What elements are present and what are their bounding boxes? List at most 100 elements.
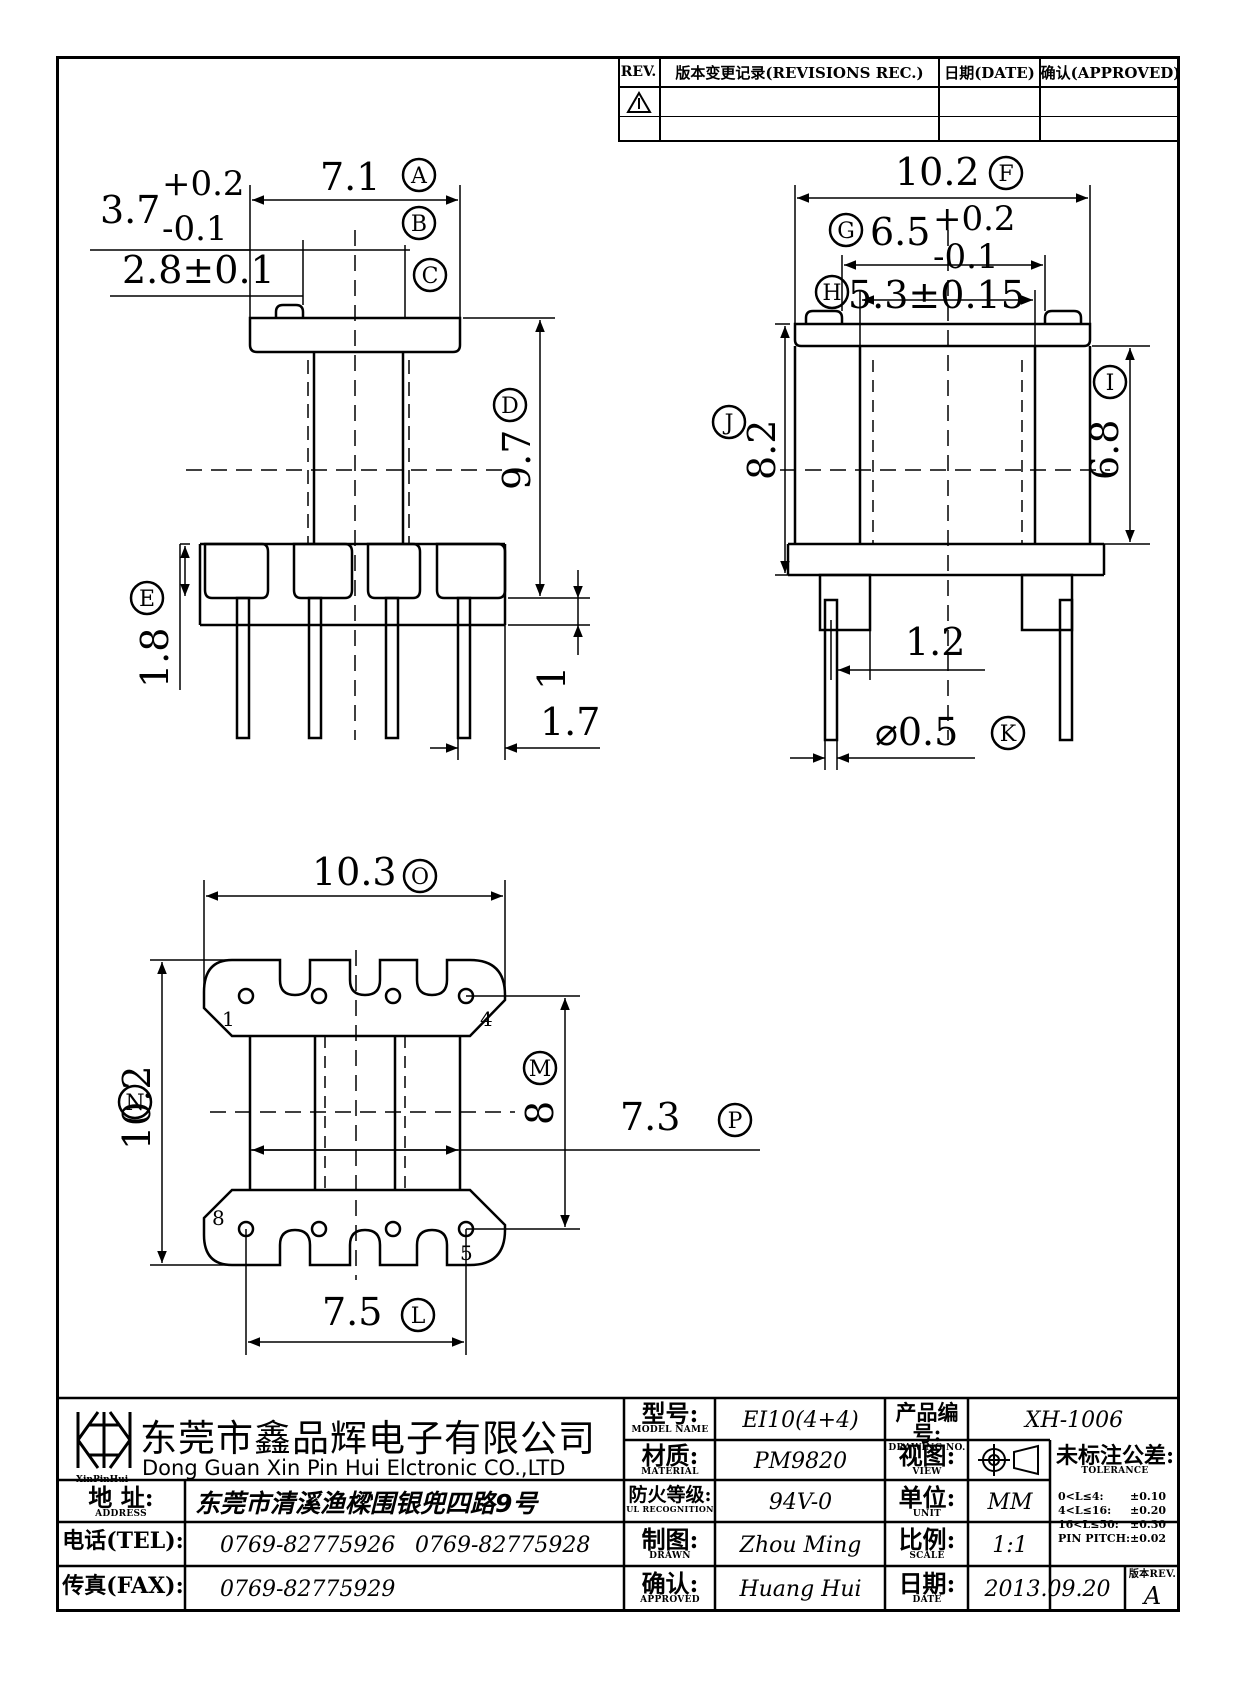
dim-b-base: 3.7 — [100, 188, 160, 232]
revision-triangle-icon — [626, 91, 652, 113]
side-view — [90, 157, 600, 760]
drawing-no-value: XH-1006 — [1024, 1407, 1124, 1433]
company-name-en: Dong Guan Xin Pin Hui Elctronic CO.,LTD — [142, 1456, 566, 1480]
tel-value-1: 0769-82775926 — [220, 1532, 396, 1558]
date-label-en: DATE — [912, 1595, 942, 1605]
tag-j: J — [723, 411, 734, 436]
tag-i: I — [1106, 371, 1115, 396]
drawing-frame — [56, 56, 1180, 1612]
tag-f: F — [998, 162, 1013, 187]
unit-label-en: UNIT — [912, 1509, 942, 1519]
dim-b-minus: -0.1 — [162, 209, 228, 249]
rev-label: 版本REV. — [1128, 1569, 1177, 1580]
tag-b: B — [411, 212, 427, 237]
tolerance-range-4: PIN PITCH: — [1058, 1532, 1131, 1545]
tolerance-range-2: 4<L≤16: — [1058, 1504, 1112, 1517]
rev-header: REV. — [620, 64, 657, 80]
dim-k: ⌀0.5 — [875, 710, 958, 754]
view-label-en: VIEW — [912, 1467, 942, 1477]
tolerance-label-en: TOLERANCE — [1081, 1466, 1149, 1476]
dim-pin-length: 1 — [530, 666, 574, 690]
tolerance-value-1: ±0.10 — [1130, 1490, 1167, 1503]
model-label-en: MODEL NAME — [631, 1425, 709, 1435]
fire-label: 防火等级: — [628, 1484, 712, 1506]
drawn-label-en: DRAWN — [649, 1551, 691, 1561]
tag-c: C — [422, 264, 439, 289]
dim-j: 8.2 — [740, 420, 784, 480]
dim-g-plus: +0.2 — [933, 199, 1016, 239]
pin-5-label: 5 — [460, 1241, 473, 1265]
dim-e: 1.8 — [133, 628, 177, 688]
approved-label-en: APPROVED — [640, 1595, 700, 1605]
revisions-record-header: 版本变更记录(REVISIONS REC.) — [675, 63, 924, 82]
material-label-en: MATERIAL — [641, 1467, 699, 1477]
fax-label: 传真(FAX): — [62, 1573, 184, 1599]
dim-n: 10.2 — [115, 1065, 159, 1150]
dim-pin-offset: 1.7 — [540, 700, 600, 744]
drawing-no-label: 产品编号: — [895, 1400, 959, 1446]
dim-m: 8 — [518, 1101, 562, 1125]
tag-h: H — [822, 281, 841, 306]
tag-n: N — [125, 1091, 144, 1116]
scale-label-en: SCALE — [909, 1551, 945, 1561]
date-header: 日期(DATE) — [944, 63, 1035, 82]
pin-8-label: 8 — [212, 1206, 225, 1230]
dim-f: 10.2 — [895, 150, 980, 194]
dim-g-base: 6.5 — [870, 210, 930, 254]
address-label: 地 址: — [88, 1483, 154, 1512]
tolerance-value-3: ±0.30 — [1130, 1518, 1167, 1531]
tag-g: G — [837, 219, 855, 244]
tolerance-value-4: ±0.02 — [1130, 1532, 1167, 1545]
drawn-value: Zhou Ming — [739, 1532, 862, 1558]
tag-d: D — [501, 394, 519, 419]
model-label: 型号: — [641, 1399, 699, 1428]
rev-value: A — [1143, 1582, 1162, 1610]
fire-rating-value: 94V-0 — [768, 1489, 833, 1515]
fire-label-en: UL RECOGNITION — [626, 1504, 714, 1514]
tolerance-range-3: 16<L≤50: — [1058, 1518, 1119, 1531]
company-logo: XinPinHui — [76, 1411, 132, 1485]
tolerance-value-2: ±0.20 — [1130, 1504, 1167, 1517]
pin-1-label: 1 — [222, 1007, 235, 1031]
tag-a: A — [410, 164, 428, 189]
dim-i: 6.8 — [1083, 420, 1127, 480]
drawn-label: 制图: — [641, 1525, 699, 1554]
title-block-grid — [57, 1396, 1178, 1610]
material-label: 材质: — [641, 1441, 699, 1470]
drawing-no-label-en: DRAWING NO. — [888, 1443, 966, 1453]
dim-g-minus: -0.1 — [933, 237, 999, 277]
company-name-cn: 东莞市鑫品辉电子有限公司 — [140, 1417, 596, 1460]
tag-k: K — [1000, 722, 1017, 747]
pin-4-label: 4 — [480, 1007, 493, 1031]
date-label: 日期: — [898, 1569, 956, 1598]
approved-label: 确认: — [641, 1569, 699, 1598]
tag-l: L — [411, 1304, 426, 1329]
tag-e: E — [139, 587, 155, 612]
dim-c: 2.8±0.1 — [122, 248, 275, 292]
model-value: EI10(4+4) — [742, 1407, 859, 1433]
view-label: 视图: — [898, 1441, 956, 1470]
tel-value-2: 0769-82775928 — [415, 1532, 591, 1558]
unit-label: 单位: — [898, 1483, 956, 1512]
dim-h: 5.3±0.15 — [848, 273, 1025, 317]
tolerance-label: 未标注公差: — [1055, 1443, 1175, 1469]
projection-view-icon — [978, 1444, 1039, 1476]
address-label-en: ADDRESS — [95, 1509, 147, 1519]
front-view — [711, 155, 1150, 770]
material-value: PM9820 — [753, 1448, 848, 1474]
dim-b-plus: +0.2 — [162, 164, 245, 204]
scale-value: 1:1 — [992, 1532, 1028, 1558]
dim-l: 7.5 — [322, 1290, 382, 1334]
approved-header: 确认(APPROVED) — [1040, 63, 1181, 82]
tolerance-range-1: 0<L≤4: — [1058, 1490, 1104, 1503]
tel-label: 电话(TEL): — [62, 1528, 184, 1554]
scale-label: 比例: — [898, 1525, 956, 1554]
logo-text: XinPinHui — [76, 1475, 129, 1485]
fax-value: 0769-82775929 — [220, 1576, 396, 1602]
top-view — [117, 858, 760, 1355]
dim-pitch: 1.2 — [905, 620, 965, 664]
dim-o: 10.3 — [312, 850, 397, 894]
date-value: 2013.09.20 — [984, 1576, 1111, 1602]
unit-value: MM — [987, 1489, 1033, 1515]
